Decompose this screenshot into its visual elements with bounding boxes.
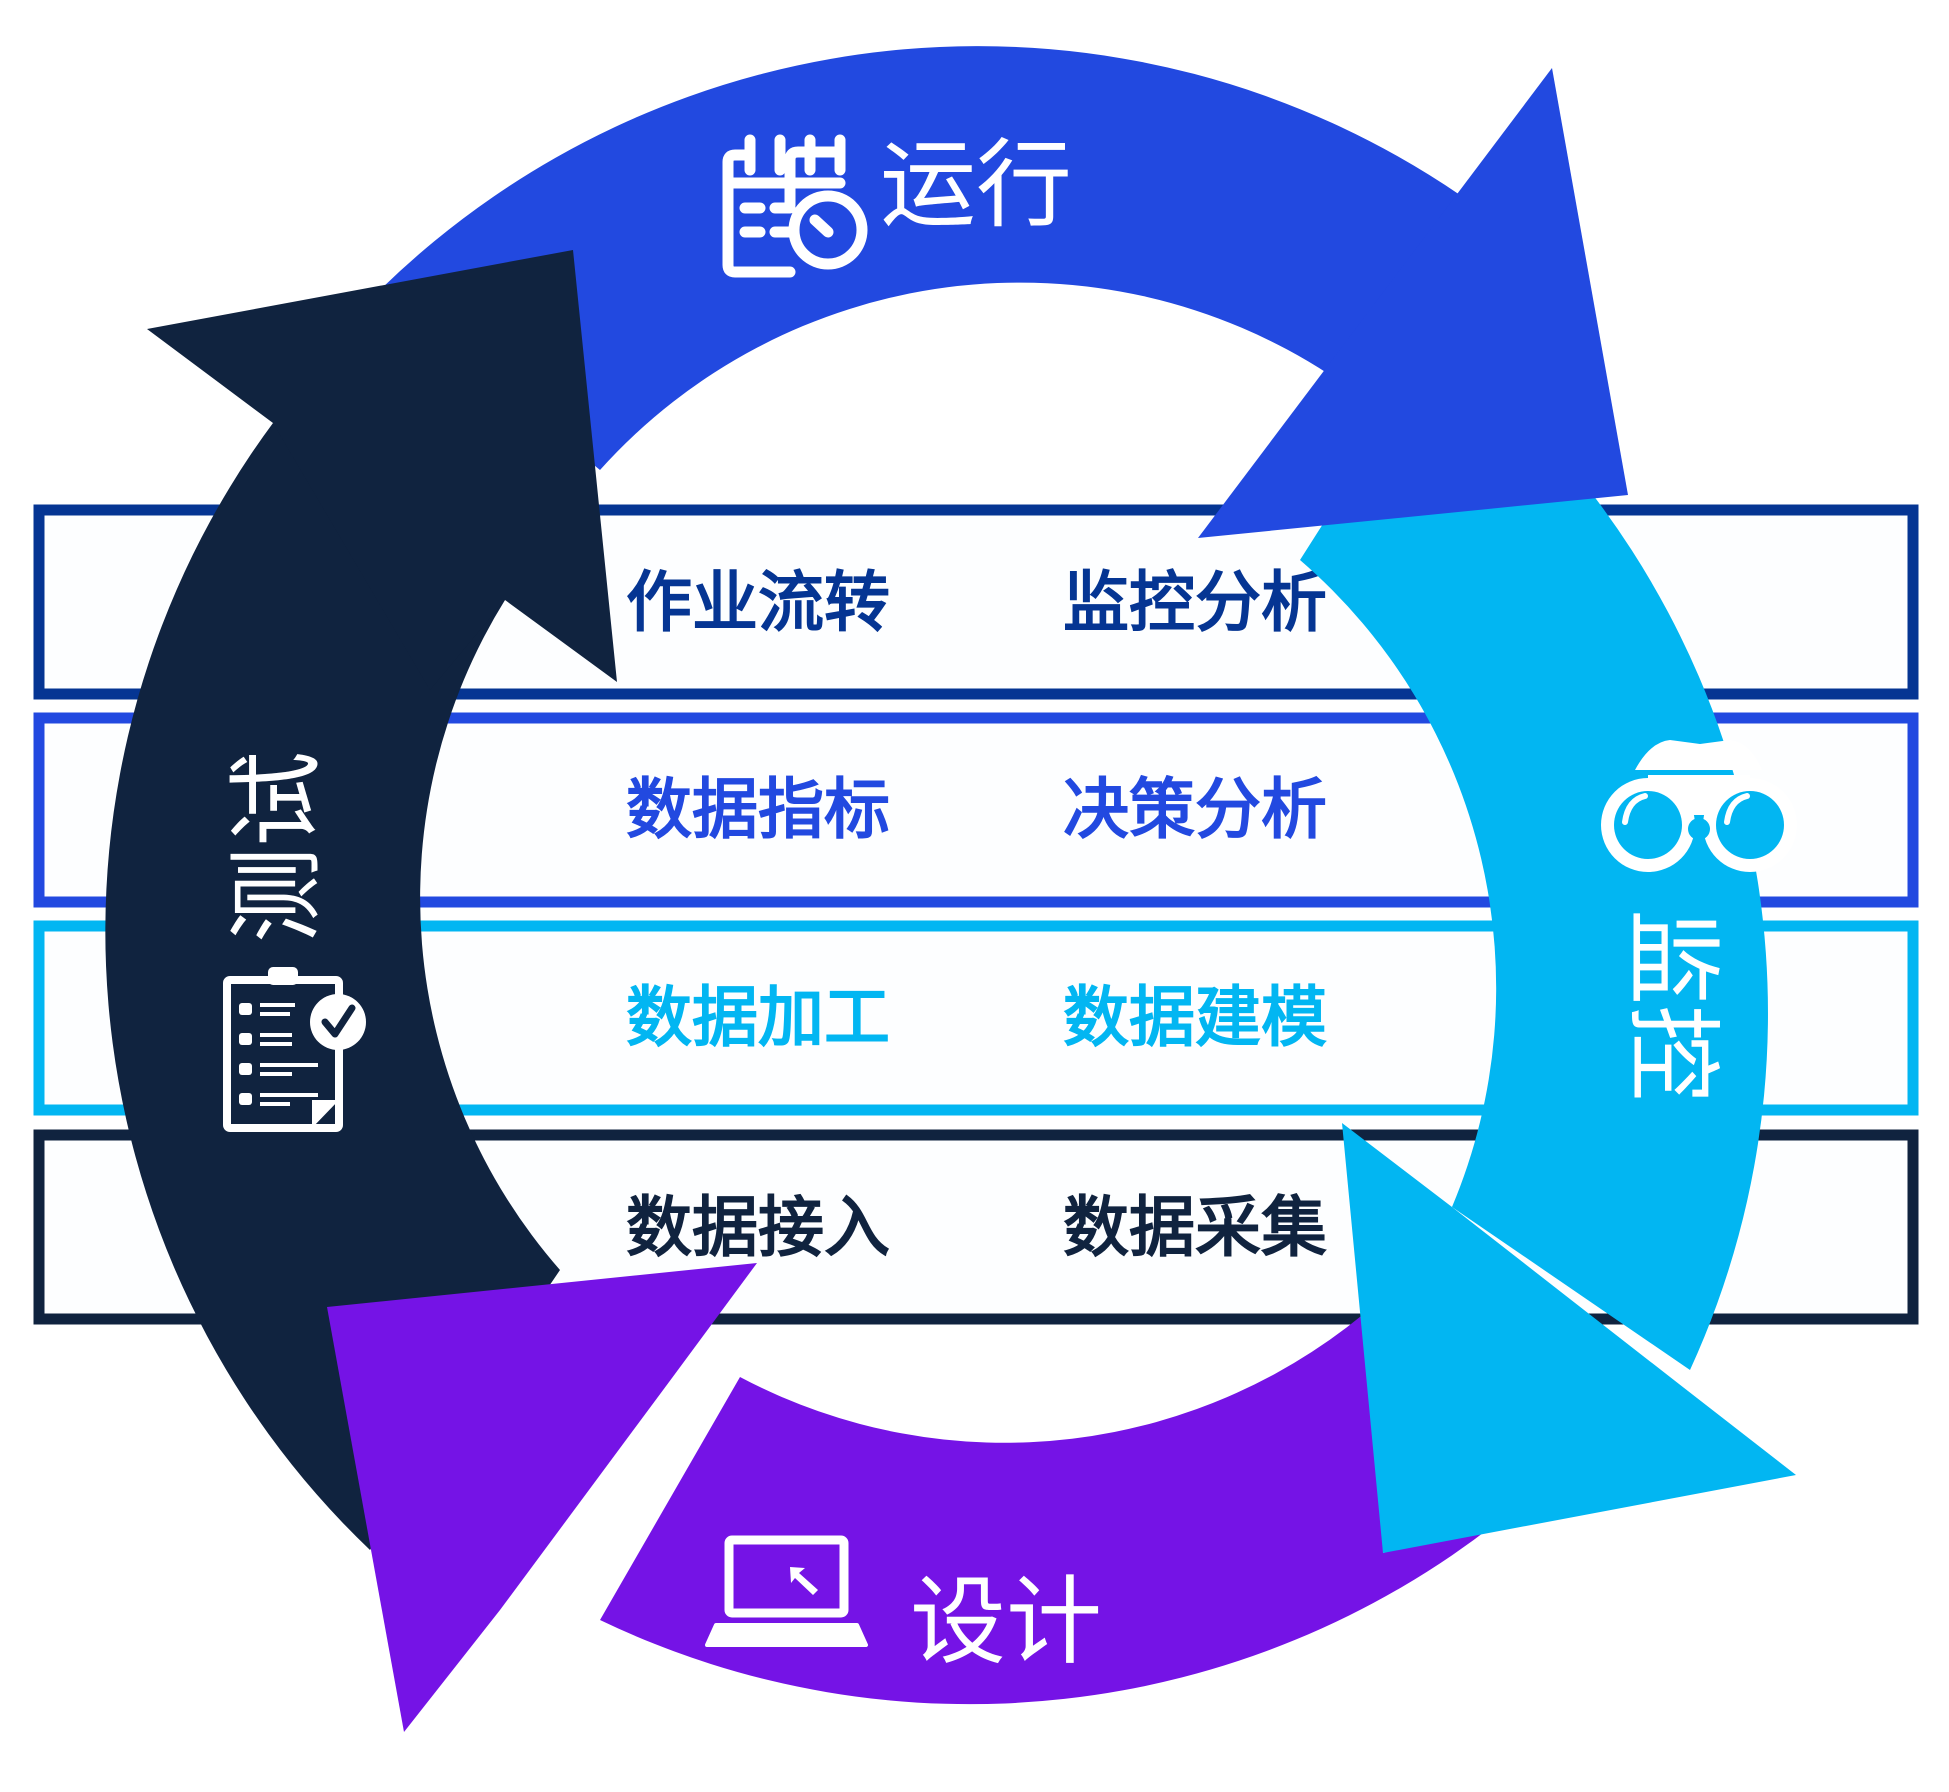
layer-row-4-left-label: 数据接入 (626, 1189, 890, 1266)
run-arc (380, 46, 1460, 471)
run-arrowhead (1198, 68, 1628, 538)
test-label-group: 测试 (221, 751, 366, 1132)
run-label-group: 运行 (722, 129, 1072, 278)
test-arc (105, 423, 560, 1550)
design-arrowhead (327, 1263, 757, 1732)
clipboard-checklist-icon (223, 967, 366, 1132)
layer-row-2-right-label: 决策分析 (1063, 771, 1327, 848)
layer-row-1-left-label: 作业流转 (626, 564, 890, 641)
monitor-label: 监控 (1616, 909, 1728, 1101)
layer-row-3-left-label: 数据加工 (626, 979, 890, 1056)
layer-row-4-right-label: 数据采集 (1063, 1189, 1327, 1266)
design-label-group: 设计 (705, 1535, 1102, 1678)
monitor-label-group: 监控 (1601, 740, 1797, 1101)
run-label: 运行 (880, 129, 1072, 241)
design-arc (600, 1300, 1500, 1705)
test-arrowhead (147, 250, 617, 690)
calendar-clock-icon (722, 134, 868, 278)
layer-row-3-right-label: 数据建模 (1063, 979, 1327, 1056)
monitor-arc (1300, 340, 1768, 1370)
layer-row-2-left-label: 数据指标 (626, 771, 890, 848)
laptop-cursor-icon (705, 1535, 868, 1647)
binoculars-icon (1601, 740, 1797, 872)
layer-row-1-right-label: 监控分析 (1063, 564, 1327, 641)
monitor-arrowhead (1342, 1123, 1796, 1553)
design-label: 设计 (910, 1566, 1102, 1678)
test-label: 测试 (221, 751, 333, 943)
